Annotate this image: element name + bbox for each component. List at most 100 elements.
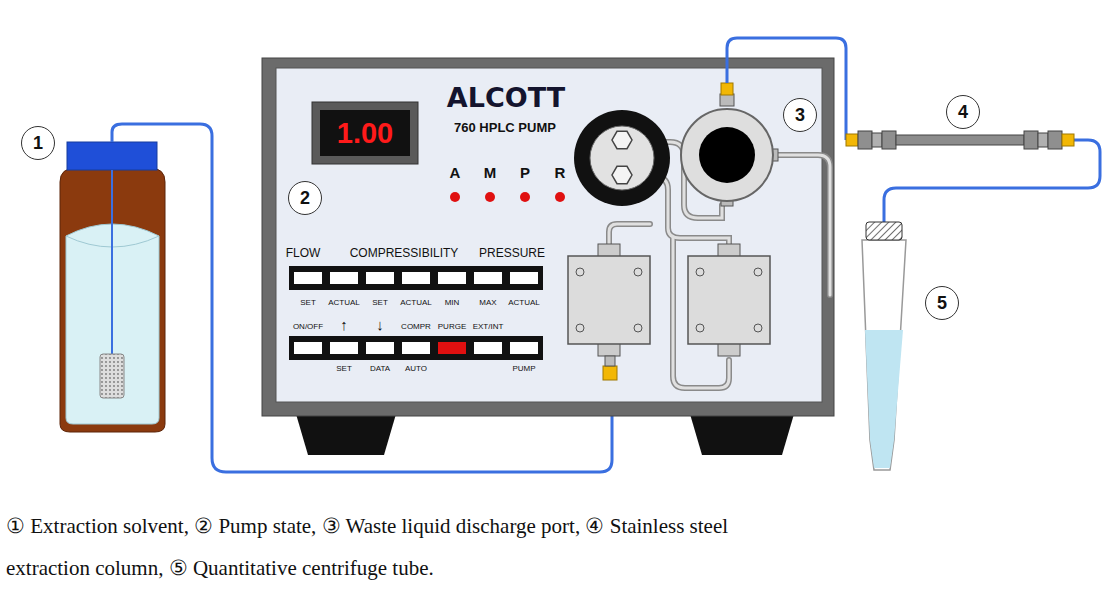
outlet-tube	[884, 140, 1100, 322]
status-leds	[450, 192, 565, 202]
key-button	[510, 342, 538, 354]
key-arrow: ↑	[340, 317, 348, 332]
key-label: PUMP	[512, 365, 535, 373]
check-valve-block	[634, 324, 642, 332]
extraction-column	[1038, 133, 1048, 147]
extraction-column	[1048, 131, 1062, 149]
key-label: MAX	[479, 299, 496, 307]
pump-housing	[262, 58, 834, 455]
keypad	[289, 266, 543, 290]
panel-heading: COMPRESSIBILITY	[350, 247, 459, 259]
extraction-column	[872, 133, 882, 147]
check-valve-block	[754, 324, 762, 332]
check-valve-block	[576, 324, 584, 332]
check-valve-block	[603, 366, 617, 380]
key-button	[438, 272, 466, 284]
pump-display: 1.00	[320, 110, 410, 156]
solvent-bottle	[67, 142, 157, 170]
status-leds	[485, 192, 495, 202]
key-label: ACTUAL	[328, 299, 360, 307]
brand-name: ALCOTT	[447, 84, 565, 111]
check-valve-block	[634, 268, 642, 276]
check-valve-block	[688, 256, 770, 344]
pump-head	[590, 126, 654, 190]
key-button	[330, 272, 358, 284]
keypad	[294, 272, 538, 284]
check-valve-block	[688, 244, 770, 356]
key-label: EXT/INT	[473, 323, 504, 331]
pump-head	[574, 110, 670, 206]
centrifuge-tube	[862, 240, 906, 470]
extraction-column	[846, 134, 858, 146]
check-valve-block	[568, 256, 650, 344]
status-leds	[520, 192, 530, 202]
pump-head	[574, 110, 670, 206]
extraction-column	[1024, 131, 1038, 149]
key-button	[330, 342, 358, 354]
extraction-column	[1062, 134, 1074, 146]
keypad	[289, 266, 543, 360]
key-label: COMPR	[401, 323, 431, 331]
key-arrow: ↓	[376, 317, 384, 332]
status-letter: R	[555, 165, 566, 180]
pump-head	[612, 166, 632, 183]
outlet-tube	[727, 38, 846, 140]
extraction-column	[846, 131, 1074, 149]
key-button	[402, 342, 430, 354]
key-label: AUTO	[405, 365, 427, 373]
keypad	[294, 342, 538, 354]
key-label: ACTUAL	[508, 299, 540, 307]
callout-number: 5	[925, 286, 959, 320]
key-button	[474, 272, 502, 284]
callout-number: 4	[946, 95, 980, 129]
status-letter: P	[520, 165, 530, 180]
pump-housing	[296, 414, 396, 455]
key-label: ACTUAL	[400, 299, 432, 307]
display-frame	[312, 102, 418, 164]
centrifuge-tube	[865, 330, 903, 468]
key-label: SET	[336, 365, 352, 373]
key-button	[474, 342, 502, 354]
solvent-bottle	[111, 170, 113, 356]
keypad	[289, 336, 543, 360]
check-valve-block	[696, 324, 704, 332]
status-leds	[450, 192, 460, 202]
key-button	[294, 272, 322, 284]
check-valve-block	[754, 268, 762, 276]
extraction-column	[896, 135, 1024, 145]
extraction-column	[882, 131, 896, 149]
callout-number: 2	[288, 181, 322, 215]
waste-valve	[681, 83, 778, 206]
key-button	[366, 272, 394, 284]
callout-text: 1	[33, 133, 43, 154]
panel-heading: PRESSURE	[479, 247, 545, 259]
check-valve-block	[605, 356, 615, 366]
internal-tubing	[776, 155, 830, 295]
key-button	[438, 342, 466, 354]
internal-tubing	[776, 155, 830, 295]
pump-housing	[276, 68, 822, 402]
callout-number: 1	[21, 126, 55, 160]
callout-text: 3	[795, 105, 805, 126]
figure-caption: ① Extraction solvent, ② Pump state, ③ Wa…	[6, 505, 746, 589]
waste-valve	[681, 109, 773, 201]
pump-head	[612, 131, 632, 148]
waste-valve	[699, 127, 755, 183]
panel-heading: FLOW	[286, 247, 321, 259]
solvent-bottle	[60, 142, 165, 432]
key-label: DATA	[370, 365, 390, 373]
centrifuge-tube	[866, 222, 902, 240]
check-valve-block	[696, 268, 704, 276]
pump-housing	[262, 58, 834, 416]
key-label: SET	[300, 299, 316, 307]
waste-valve	[720, 94, 734, 106]
solvent-bottle	[60, 168, 165, 432]
key-label: ON/OFF	[293, 323, 323, 331]
status-letter: A	[450, 165, 461, 180]
status-leds	[555, 192, 565, 202]
key-label: MIN	[445, 299, 460, 307]
key-button	[510, 272, 538, 284]
key-button	[366, 342, 394, 354]
callout-number: 3	[783, 98, 817, 132]
status-letter: M	[484, 165, 497, 180]
